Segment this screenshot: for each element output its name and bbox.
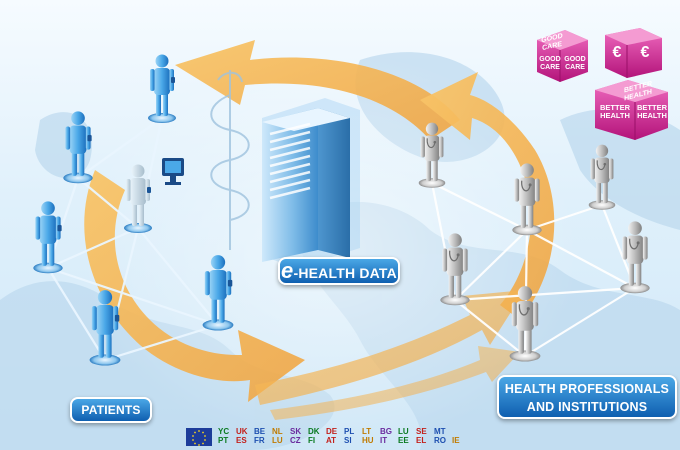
patient-figure bbox=[63, 111, 93, 184]
country-code: DE bbox=[326, 427, 338, 436]
professional-figure bbox=[512, 163, 542, 236]
eu-flag-icon bbox=[186, 428, 212, 446]
professional-figure bbox=[588, 144, 616, 210]
patient-figure bbox=[33, 201, 63, 274]
data-flow-arrows bbox=[84, 40, 555, 420]
professional-figure bbox=[509, 286, 541, 362]
country-code: AT bbox=[326, 436, 337, 445]
country-code: LU bbox=[398, 427, 409, 436]
professionals-label-line1: HEALTH PROFESSIONALS bbox=[504, 382, 670, 396]
country-code: BG bbox=[380, 427, 392, 436]
patient-figure bbox=[124, 164, 152, 233]
country-codes: YC UK BE NL SK DK DE PL LT BG LU SE MT PT ES FR LU CZ FI A… bbox=[218, 428, 470, 445]
country-code: EE bbox=[398, 436, 409, 445]
professional-figure bbox=[440, 233, 470, 306]
country-code: PT bbox=[218, 436, 229, 445]
country-code: IE bbox=[452, 436, 460, 445]
dice-text-front-left: GOOD CARE bbox=[539, 56, 561, 71]
patient-figure bbox=[148, 54, 176, 123]
dice-text-better-left: BETTER HEALTH bbox=[600, 103, 630, 120]
professional-figures bbox=[418, 122, 650, 362]
dice-icons bbox=[537, 28, 668, 140]
country-code: BE bbox=[254, 427, 266, 436]
computer-monitor-icon bbox=[162, 158, 184, 185]
country-code: UK bbox=[236, 427, 248, 436]
ehealth-rest: -HEALTH DATA bbox=[293, 265, 397, 281]
patient-figures bbox=[33, 54, 234, 366]
country-code: CZ bbox=[290, 436, 301, 445]
country-code: RO bbox=[434, 436, 446, 445]
patient-figure bbox=[89, 290, 121, 366]
caduceus-icon bbox=[210, 70, 250, 250]
dice-euro-left: € bbox=[612, 44, 622, 61]
patients-label: PATIENTS bbox=[70, 397, 152, 423]
country-code: PL bbox=[344, 427, 355, 436]
country-code: SI bbox=[344, 436, 352, 445]
ehealth-prefix: e bbox=[281, 258, 294, 283]
country-code: HU bbox=[362, 436, 374, 445]
country-code: LT bbox=[362, 427, 372, 436]
professionals-label-line2: AND INSTITUTIONS bbox=[526, 400, 648, 414]
country-code: DK bbox=[308, 427, 320, 436]
country-code: YC bbox=[218, 427, 230, 436]
professionals-label: HEALTH PROFESSIONALS AND INSTITUTIONS bbox=[497, 375, 677, 419]
country-code: FI bbox=[308, 436, 316, 445]
country-code: MT bbox=[434, 427, 446, 436]
dice-text-better-right: BETTER HEALTH bbox=[637, 103, 667, 120]
country-code: ES bbox=[236, 436, 247, 445]
country-code: IT bbox=[380, 436, 388, 445]
country-code: LU bbox=[272, 436, 283, 445]
country-code: EL bbox=[416, 436, 427, 445]
dice-text-front-right: GOOD CARE bbox=[564, 56, 586, 71]
country-code: NL bbox=[272, 427, 283, 436]
dice-euro-right: € bbox=[640, 44, 650, 61]
professional-figure bbox=[418, 122, 446, 188]
patient-figure bbox=[202, 255, 234, 331]
country-code: SE bbox=[416, 427, 427, 436]
country-codes-row1: YC UK BE NL SK DK DE PL LT BG LU SE MT bbox=[218, 428, 470, 436]
ehealth-data-server bbox=[262, 98, 360, 268]
country-code: SK bbox=[290, 427, 302, 436]
professional-figure bbox=[620, 221, 650, 294]
country-codes-row2: PT ES FR LU CZ FI AT SI HU IT EE EL RO IE bbox=[218, 437, 470, 445]
ehealth-data-label: e-HEALTH DATA bbox=[278, 257, 400, 285]
country-code: FR bbox=[254, 436, 265, 445]
